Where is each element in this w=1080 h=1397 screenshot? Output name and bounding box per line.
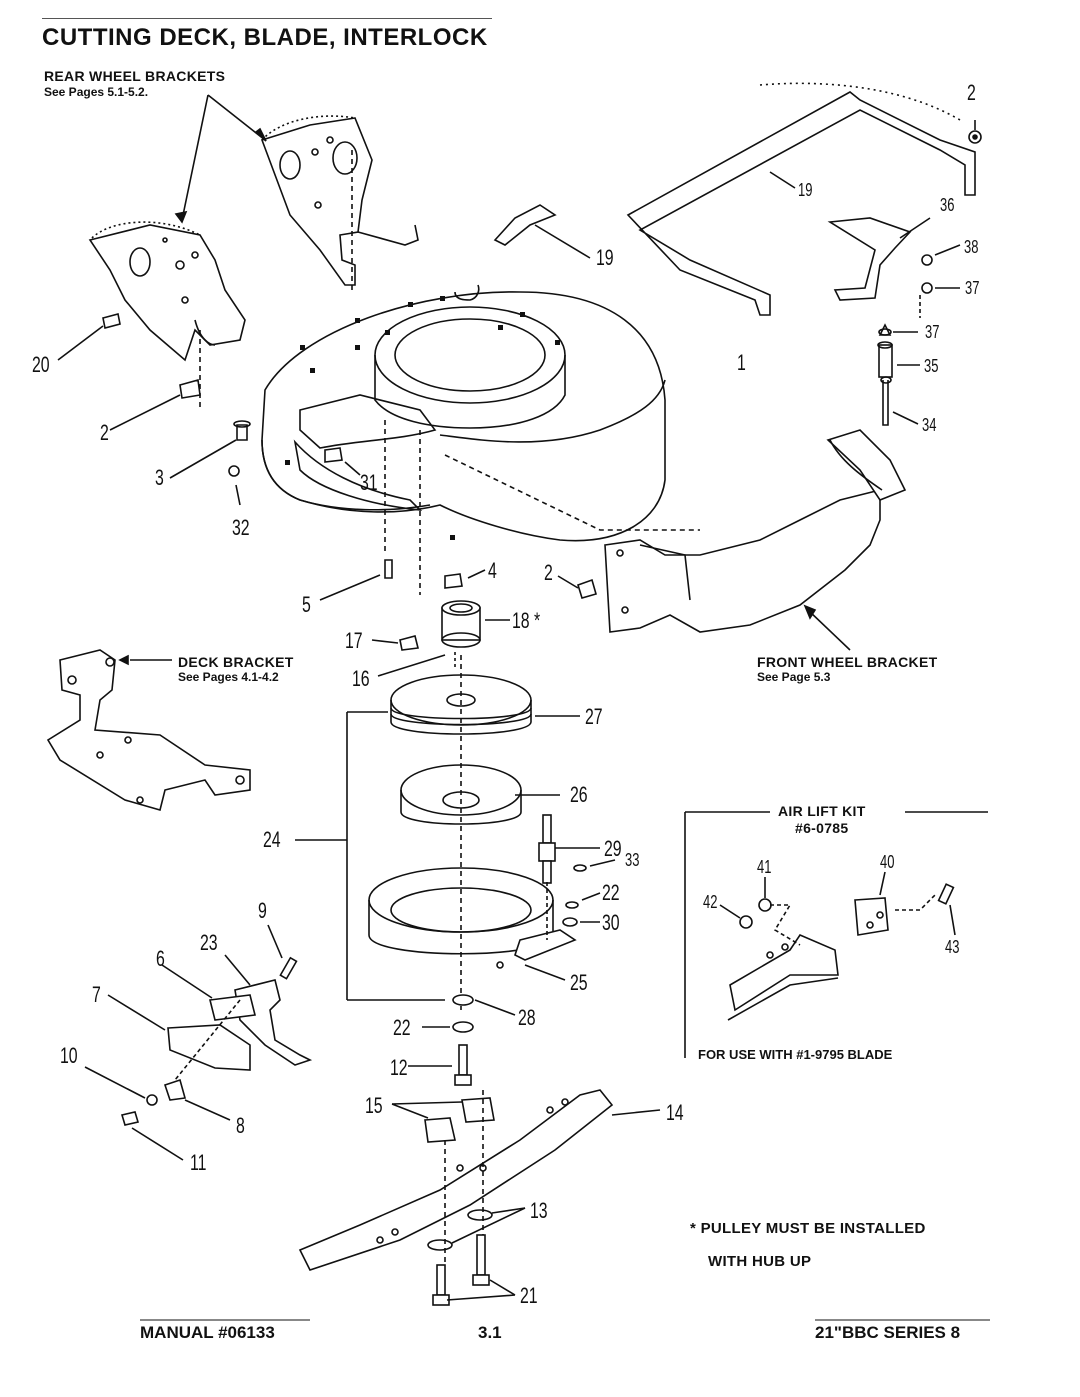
- part-number: 19: [596, 245, 614, 270]
- stud-29: [538, 814, 616, 940]
- part-number: 22: [393, 1015, 411, 1040]
- center-shaft-hardware: [408, 655, 516, 1086]
- brake-drum-26: [400, 764, 560, 825]
- title-rule: [42, 18, 492, 19]
- part-number: 34: [922, 415, 937, 435]
- deck-bracket-label: DECK BRACKET: [178, 654, 294, 670]
- part-number: 1: [737, 350, 746, 375]
- part-number: 29: [604, 836, 622, 861]
- part-number: 41: [757, 857, 772, 877]
- part-number: 2: [544, 560, 553, 585]
- front-wheel-bracket: [604, 429, 907, 651]
- part-number: 24: [263, 827, 281, 852]
- part-number: 19: [798, 180, 813, 200]
- pulley-note-line1: * PULLEY MUST BE INSTALLED: [690, 1220, 926, 1237]
- part-number: 12: [390, 1055, 408, 1080]
- part-number: 4: [488, 558, 497, 583]
- part-number: 10: [60, 1043, 78, 1068]
- part-19-bracket: [493, 204, 591, 259]
- part-number: 21: [520, 1283, 538, 1308]
- part-number: 17: [345, 628, 363, 653]
- footer-series: 21"BBC SERIES 8: [815, 1323, 961, 1342]
- part-number: 28: [518, 1005, 536, 1030]
- front-wheel-bracket-label: FRONT WHEEL BRACKET: [757, 654, 938, 670]
- blade-washers-bolts: [427, 1090, 526, 1306]
- part-number: 3: [155, 465, 164, 490]
- part-number: 38: [964, 237, 979, 257]
- part-number: 2: [100, 420, 109, 445]
- part-number: 30: [602, 910, 620, 935]
- pulley-note-line2: WITH HUB UP: [708, 1253, 812, 1270]
- part-number: 14: [666, 1100, 684, 1125]
- cutting-deck-housing: [261, 284, 700, 542]
- part-number: 42: [703, 892, 718, 912]
- part-number: 15: [365, 1093, 383, 1118]
- part-number: 33: [625, 850, 640, 870]
- air-lift-kit-number: #6-0785: [795, 820, 849, 836]
- part-number: 23: [200, 930, 218, 955]
- pulley-27: [390, 674, 580, 735]
- part-number: 36: [940, 195, 955, 215]
- page-title: CUTTING DECK, BLADE, INTERLOCK: [42, 24, 488, 51]
- deck-bracket: [46, 649, 251, 811]
- part-number: 8: [236, 1113, 245, 1138]
- footer-manual-number: MANUAL #06133: [140, 1323, 275, 1342]
- part-number: 40: [880, 852, 895, 872]
- part-number: 9: [258, 898, 267, 923]
- part-number: 25: [570, 970, 588, 995]
- part-number: 32: [232, 515, 250, 540]
- part-number: 13: [530, 1198, 548, 1223]
- rear-wheel-bracket-left: [88, 221, 246, 362]
- part-number: 31: [360, 470, 378, 495]
- right-side-hardware: [877, 120, 982, 426]
- part-number: 35: [924, 356, 939, 376]
- footer-page-number: 3.1: [478, 1323, 502, 1342]
- rear-wheel-brackets-label: REAR WHEEL BRACKETS: [44, 68, 226, 84]
- blade-adapters-15: [391, 1097, 495, 1143]
- left-hardware: [57, 313, 597, 601]
- part-36-bracket: [827, 217, 931, 301]
- front-wheel-bracket-page: See Page 5.3: [757, 670, 831, 684]
- part-number: 26: [570, 782, 588, 807]
- rear-wheel-brackets-pages: See Pages 5.1-5.2.: [44, 85, 149, 99]
- part-number: 37: [925, 322, 940, 342]
- part-number: 27: [585, 704, 603, 729]
- part-19-handle: [626, 82, 976, 316]
- blade-brake-housing-25: [368, 867, 577, 981]
- part-number: 7: [92, 982, 101, 1007]
- part-number: 16: [352, 666, 370, 691]
- part-number: 5: [302, 592, 311, 617]
- air-lift-kit-box: [684, 811, 988, 1058]
- part-number: 20: [32, 352, 50, 377]
- interlock-parts: [84, 924, 313, 1161]
- air-lift-kit-label: AIR LIFT KIT: [778, 803, 866, 819]
- pulley-hub-parts: [371, 600, 510, 677]
- deck-bracket-pages: See Pages 4.1-4.2: [178, 670, 279, 684]
- part-number: 18 *: [512, 608, 541, 633]
- part-number: 2: [967, 80, 976, 105]
- part-number: 11: [190, 1150, 207, 1175]
- part-number: 22: [602, 880, 620, 905]
- air-lift-kit-note: FOR USE WITH #1-9795 BLADE: [698, 1047, 893, 1062]
- part-number: 6: [156, 946, 165, 971]
- part-number: 43: [945, 937, 960, 957]
- part-number: 37: [965, 278, 980, 298]
- rear-wheel-bracket-right: [260, 115, 419, 290]
- bracket-24-lines: [295, 711, 445, 1001]
- blade-14: [298, 1089, 661, 1271]
